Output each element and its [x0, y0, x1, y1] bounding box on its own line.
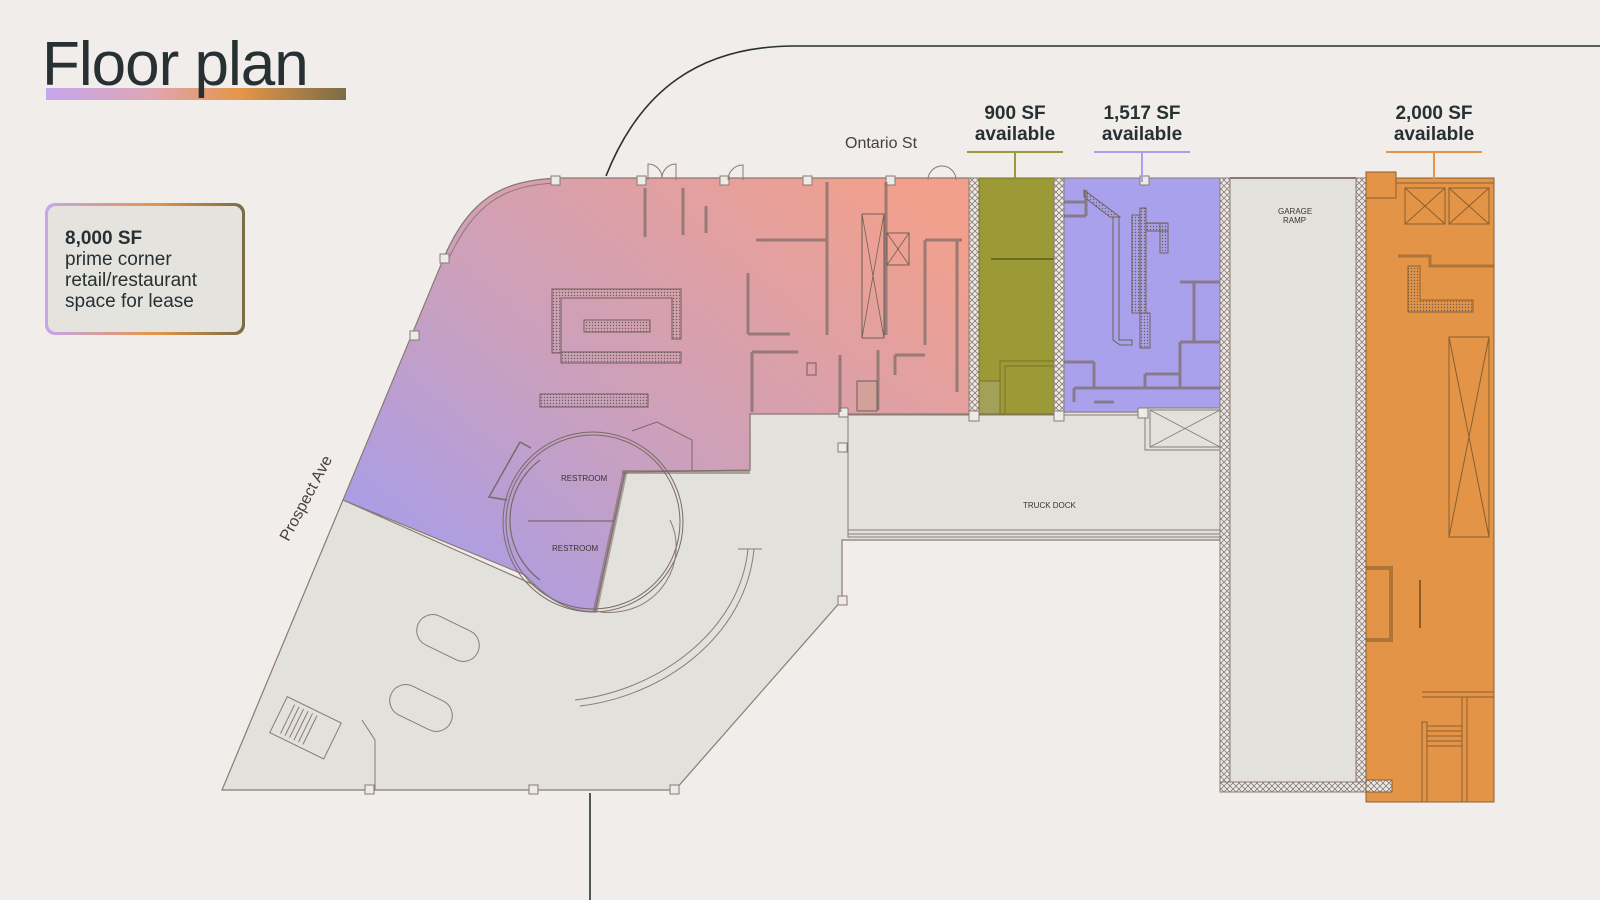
garage-ramp-label: GARAGE [1278, 207, 1312, 216]
availability-label-900sf: 900 SF available [965, 103, 1065, 145]
space-callout-8000sf: 8,000 SF prime corner retail/restaurant … [45, 203, 245, 335]
availability-status: available [974, 124, 1056, 145]
availability-size: 1,517 SF [1103, 103, 1181, 124]
availability-size: 2,000 SF [1395, 103, 1473, 124]
page-title: Floor plan [42, 30, 309, 99]
street-label-ontario: Ontario St [845, 135, 918, 152]
garage-ramp-label: RAMP [1283, 216, 1306, 225]
availability-label-2000sf: 2,000 SF available [1384, 103, 1484, 145]
property-boundary-line [605, 45, 1600, 177]
availability-status: available [1393, 124, 1475, 145]
callout-description-line: space for lease [65, 291, 194, 312]
space-900sf [978, 177, 1055, 415]
callout-description-line: retail/restaurant [65, 270, 198, 291]
truck-dock-label: TRUCK DOCK [1023, 501, 1077, 510]
availability-label-1517sf: 1,517 SF available [1092, 103, 1192, 145]
restroom-label: RESTROOM [561, 474, 608, 483]
restroom-label: RESTROOM [552, 544, 599, 553]
callout-size: 8,000 SF [65, 228, 143, 249]
availability-status: available [1101, 124, 1183, 145]
callout-description-line: prime corner [65, 249, 172, 270]
garage-ramp [1229, 177, 1357, 783]
availability-size: 900 SF [984, 103, 1046, 124]
title-gradient-underline [46, 88, 346, 100]
space-2000sf [1365, 177, 1495, 803]
